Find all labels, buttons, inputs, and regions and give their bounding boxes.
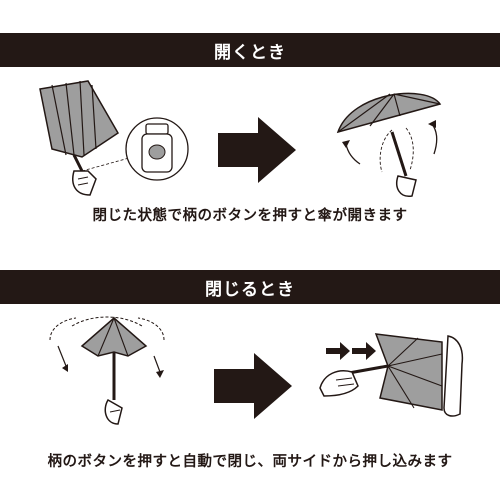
close-caption: 柄のボタンを押すと自動で閉じ、両サイドから押し込みます — [47, 454, 453, 470]
right-arrow-icon — [214, 353, 292, 419]
right-arrow-icon — [218, 117, 296, 183]
close-section-heading: 閉じるとき — [0, 270, 500, 304]
folded-umbrella-icon — [39, 80, 141, 196]
button-closeup-icon — [125, 117, 189, 181]
open-umbrella-icon — [336, 92, 442, 197]
closing-umbrella-icon — [49, 316, 165, 425]
open-section-heading: 開くとき — [0, 33, 500, 67]
open-caption: 閉じた状態で柄のボタンを押すと傘が開きます — [92, 208, 408, 224]
close-heading-text: 閉じるとき — [205, 279, 295, 300]
open-heading-text: 開くとき — [214, 42, 286, 63]
hand-icon — [319, 333, 464, 417]
push-arrows-icon — [326, 342, 376, 360]
